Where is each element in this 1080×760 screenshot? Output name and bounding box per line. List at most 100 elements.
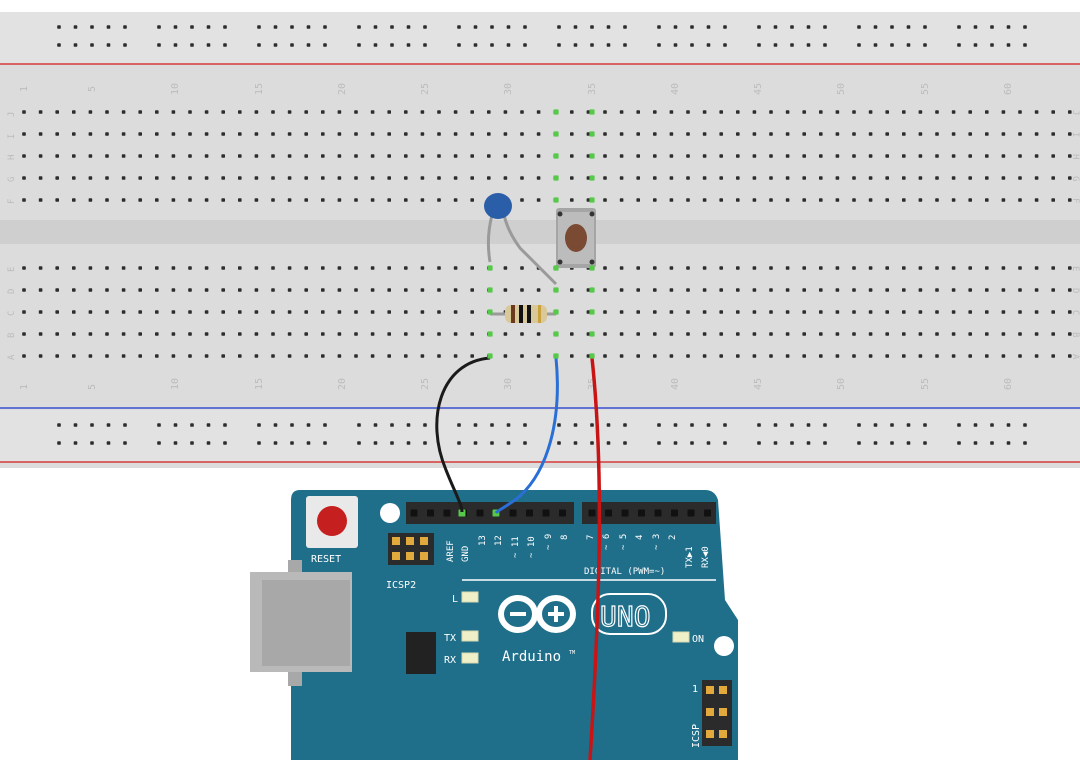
breadboard-hole [636, 288, 640, 292]
connected-hole [589, 265, 595, 271]
breadboard-hole [719, 110, 723, 114]
breadboard-hole [686, 266, 690, 270]
rail-hole [590, 423, 594, 427]
breadboard-hole [536, 176, 541, 180]
breadboard-hole [669, 110, 674, 114]
breadboard-hole [536, 132, 541, 136]
breadboard-hole [437, 198, 441, 202]
breadboard-hole [138, 154, 142, 158]
rail-hole [657, 441, 661, 445]
breadboard-hole [437, 176, 441, 180]
pin-label: ~ 3 [652, 534, 662, 550]
breadboard-hole [121, 154, 126, 158]
breadboard-hole [885, 288, 889, 292]
breadboard-hole [337, 110, 342, 114]
breadboard-hole [105, 154, 109, 158]
breadboard-hole [321, 332, 325, 336]
breadboard-hole [868, 176, 873, 180]
rail-hole [606, 423, 611, 427]
row-letter: G [7, 177, 17, 182]
breadboard-hole [121, 354, 126, 358]
rail-hole [323, 43, 327, 47]
breadboard-hole [287, 288, 292, 292]
breadboard-hole [204, 132, 209, 136]
breadboard-hole [354, 288, 358, 292]
column-number: 10 [170, 378, 181, 390]
breadboard-hole [636, 154, 640, 158]
breadboard-hole [1034, 110, 1039, 114]
breadboard-hole [503, 110, 508, 114]
breadboard-hole [354, 198, 358, 202]
breadboard-hole [951, 110, 956, 114]
breadboard-hole [1051, 354, 1055, 358]
breadboard-hole [370, 110, 375, 114]
breadboard-hole [55, 198, 59, 202]
rail-hole [523, 441, 527, 445]
breadboard-hole [22, 288, 26, 292]
column-number: 20 [337, 83, 348, 95]
breadboard-hole [736, 176, 740, 180]
breadboard-hole [138, 266, 142, 270]
rail-hole [173, 25, 178, 29]
column-number: 35 [587, 83, 598, 95]
breadboard-hole [420, 288, 425, 292]
rail-hole [990, 441, 994, 445]
header-pin [621, 509, 629, 517]
rail-hole [423, 423, 427, 427]
breadboard-hole [885, 110, 889, 114]
rail-hole [273, 25, 278, 29]
breadboard-hole [570, 110, 574, 114]
rail-hole [106, 423, 111, 427]
breadboard-hole [254, 266, 259, 270]
breadboard-hole [852, 110, 856, 114]
reset-button[interactable] [306, 496, 358, 548]
rail-hole [957, 423, 961, 427]
breadboard-hole [985, 266, 989, 270]
breadboard-hole [105, 310, 109, 314]
breadboard-hole [935, 266, 939, 270]
breadboard-hole [470, 110, 474, 114]
pin-label: TX▶1 [685, 546, 695, 568]
breadboard-hole [769, 154, 773, 158]
breadboard-hole [835, 354, 840, 358]
rail-hole [1006, 441, 1011, 445]
breadboard-hole [669, 176, 674, 180]
breadboard-hole [420, 176, 425, 180]
rail-hole [757, 423, 761, 427]
rail-hole [857, 441, 861, 445]
breadboard-hole [935, 354, 939, 358]
breadboard-hole [586, 132, 591, 136]
rail-hole [757, 43, 761, 47]
breadboard-hole [155, 154, 159, 158]
breadboard-hole [985, 310, 989, 314]
breadboard-hole [304, 132, 308, 136]
breadboard-hole [719, 132, 723, 136]
breadboard-hole [669, 288, 674, 292]
rail-hole [90, 423, 94, 427]
rail-hole [190, 25, 194, 29]
breadboard-hole [951, 354, 956, 358]
breadboard-hole [155, 198, 159, 202]
breadboard-hole [819, 354, 823, 358]
breadboard-hole [271, 110, 275, 114]
breadboard-hole [487, 110, 491, 114]
rail-hole [490, 423, 494, 427]
breadboard-hole [902, 288, 906, 292]
breadboard-hole [1018, 176, 1022, 180]
breadboard-hole [868, 154, 873, 158]
breadboard-hole [88, 288, 93, 292]
column-number: 50 [836, 83, 847, 95]
breadboard-hole [238, 288, 242, 292]
breadboard-hole [487, 154, 491, 158]
breadboard-hole [669, 310, 674, 314]
breadboard-hole [868, 310, 873, 314]
breadboard-hole [1034, 332, 1039, 336]
breadboard-hole [22, 266, 26, 270]
breadboard-hole [404, 310, 408, 314]
pin-label: 12 [494, 535, 504, 546]
breadboard-hole [121, 132, 126, 136]
breadboard-hole [404, 266, 408, 270]
breadboard-hole [188, 198, 192, 202]
connected-hole [589, 197, 595, 203]
